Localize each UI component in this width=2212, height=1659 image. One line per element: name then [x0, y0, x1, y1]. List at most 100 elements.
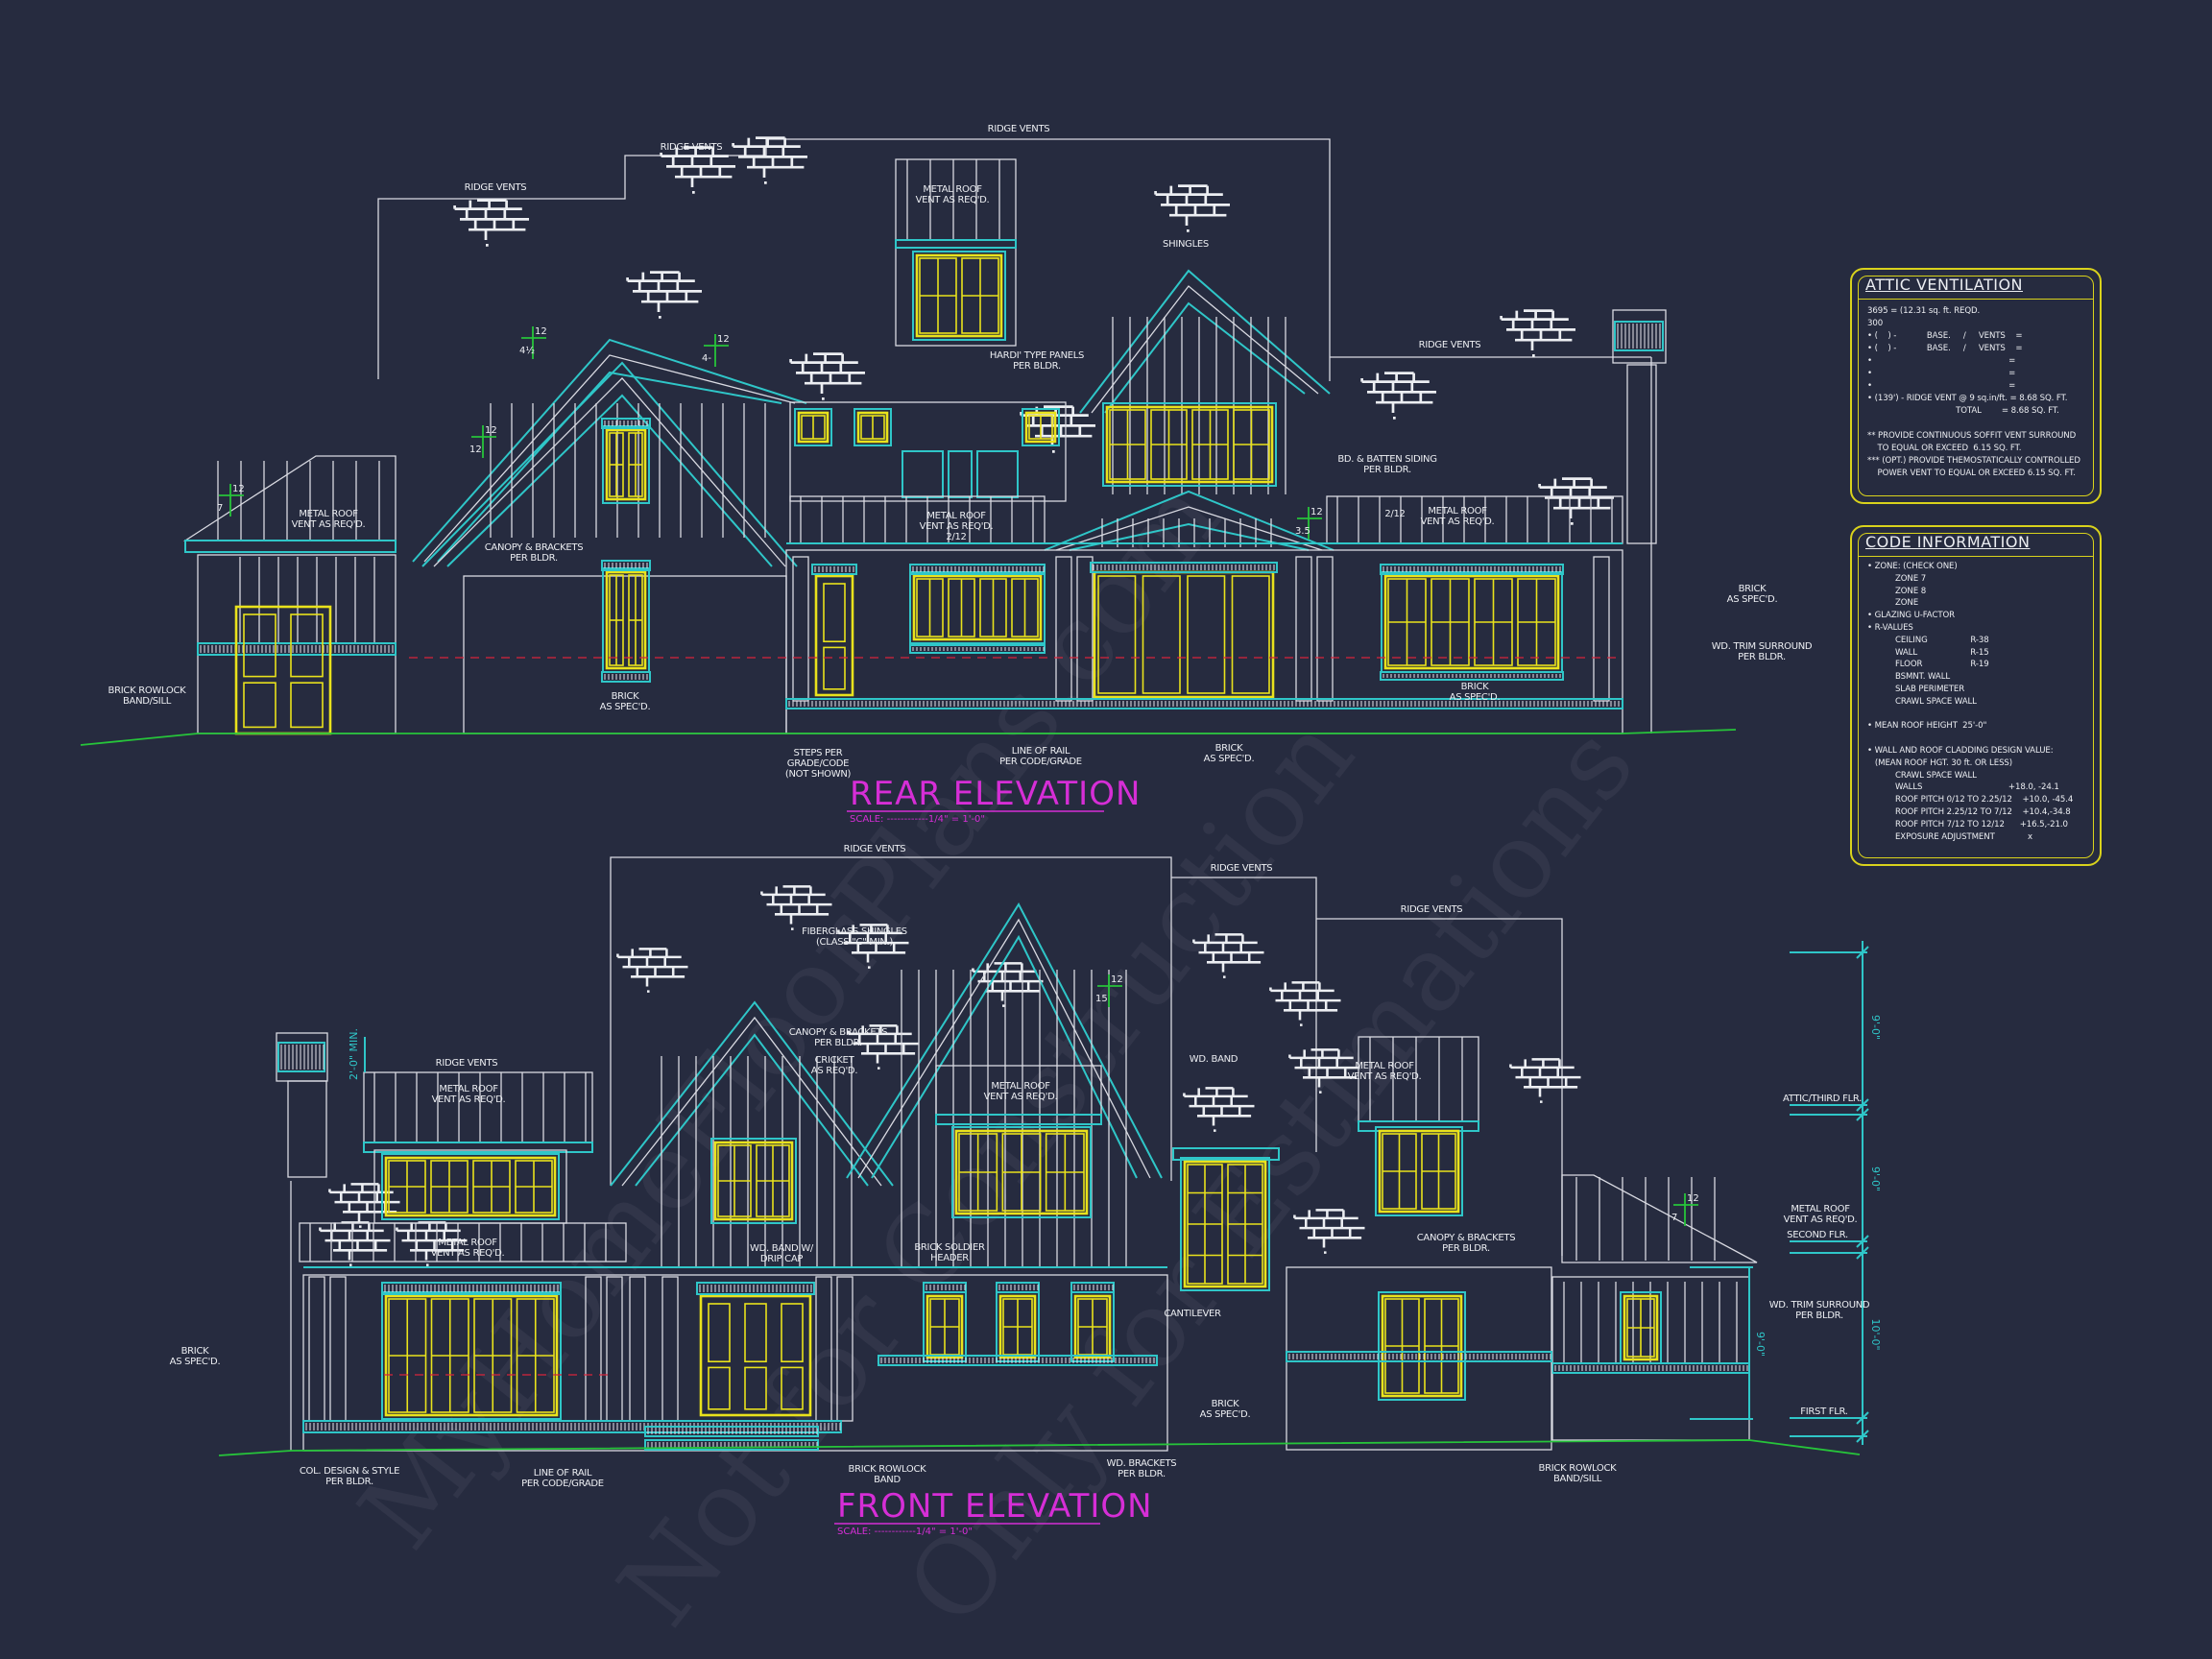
gable-roof-outer — [846, 902, 1163, 1179]
dentil-band-outline — [1070, 1282, 1115, 1293]
window-trim — [381, 1153, 560, 1220]
board-batten-siding — [800, 496, 1034, 543]
attic-ventilation-title: ATTIC VENTILATION — [1865, 276, 2023, 294]
window — [1180, 1157, 1270, 1291]
door-panel — [1097, 575, 1137, 694]
label-line: WD. TRIM SURROUND — [1769, 1300, 1870, 1310]
dentil-band — [1380, 564, 1564, 575]
annotation-label: RIDGE VENTS — [1419, 340, 1481, 350]
window-frame — [1183, 1160, 1267, 1288]
label-line: AS SPEC'D. — [170, 1357, 221, 1367]
panel-row: SLAB PERIMETER — [1867, 685, 1965, 694]
dentil-band — [811, 564, 857, 575]
dentil-band-outline — [644, 1439, 819, 1451]
window-frame — [926, 1294, 964, 1359]
window-frame — [605, 428, 647, 501]
dentil-band-outline — [785, 698, 1623, 709]
dentil-teeth — [699, 1285, 812, 1292]
porch-gable — [1044, 490, 1334, 551]
window-frame — [954, 1129, 1089, 1215]
door — [234, 605, 332, 735]
panel-inner-border — [1858, 533, 2094, 858]
label-line: 2/12 — [946, 532, 966, 542]
dentil-band — [996, 1282, 1040, 1293]
panel-row: WALL R-15 — [1867, 647, 1989, 658]
panel-row: WALLS +18.0, -24.1 — [1867, 782, 2059, 793]
pitch-rise-value: 7 — [1671, 1213, 1677, 1223]
window — [381, 1153, 560, 1220]
pitch-run-value: 12 — [535, 326, 547, 337]
label-line: PER BLDR. — [814, 1038, 862, 1048]
dentil-band — [1286, 1351, 1552, 1362]
panel-divider — [1858, 556, 2094, 557]
dentil-teeth — [647, 1429, 818, 1434]
roof-pitch-symbol: 123.5 — [1295, 507, 1323, 540]
left-gable — [610, 1000, 894, 1187]
panel-row: ZONE — [1867, 598, 1919, 609]
label-line: BD. & BATTEN SIDING — [1337, 454, 1436, 465]
door-frame — [699, 1294, 812, 1417]
annotation-label: RIDGE VENTS — [988, 124, 1050, 134]
label-line: METAL ROOF — [1428, 506, 1487, 517]
window — [1378, 1291, 1466, 1401]
window-frame — [856, 411, 889, 444]
porch-column — [308, 1276, 325, 1422]
window — [854, 408, 892, 446]
window-trim — [951, 1126, 1092, 1218]
panel-row: 300 — [1867, 319, 1884, 328]
label-line: RIDGE VENTS — [1401, 904, 1463, 915]
dentil-teeth — [604, 563, 648, 568]
dentil-band-outline — [909, 564, 1046, 575]
gable-roof-inner — [423, 354, 796, 563]
gable-roof-outer — [1044, 490, 1334, 551]
dimension-tick — [1856, 1246, 1869, 1260]
window-trim — [381, 1291, 562, 1420]
dentil-band-outline — [1614, 321, 1664, 351]
window-frame — [915, 253, 1003, 338]
panel-row: • = — [1867, 381, 2016, 391]
gable-fascia — [446, 394, 773, 567]
door-panel — [744, 1303, 767, 1363]
window — [1022, 408, 1060, 446]
roof-pitch-symbol: 124- — [702, 334, 730, 367]
label-line: CANOPY & BRACKETS — [1417, 1233, 1516, 1243]
label-line: ATTIC/THIRD FLR. — [1783, 1094, 1862, 1104]
annotation-label: RIDGE VENTS — [1211, 863, 1273, 874]
label-line: PER CODE/GRADE — [999, 757, 1082, 767]
board-batten-siding — [1336, 496, 1613, 543]
label-line: SHINGLES — [1163, 239, 1209, 250]
panel-row: • = — [1867, 369, 2016, 378]
shingle-symbol — [616, 948, 688, 993]
panel-row: BSMNT. WALL — [1867, 672, 1951, 683]
dentil-teeth — [1617, 324, 1661, 349]
dentil-teeth — [912, 647, 1045, 651]
label-line: AS SPEC'D. — [1200, 1409, 1251, 1420]
label-line: COL. DESIGN & STYLE — [300, 1466, 399, 1477]
window — [381, 1291, 562, 1420]
label-line: BAND/SILL — [1553, 1474, 1602, 1484]
label-line: AS REQ'D. — [811, 1066, 858, 1076]
gable-roof-outer — [412, 338, 807, 563]
level-dimension: 9'-0" — [1869, 1015, 1882, 1040]
shingle-symbol — [732, 136, 807, 184]
window — [602, 425, 650, 504]
level-label: SECOND FLR. — [1787, 1230, 1848, 1240]
door-panel — [823, 583, 846, 643]
porch-column — [661, 1276, 679, 1422]
pitch-rise-value: 3.5 — [1295, 526, 1310, 537]
dentil-band-outline — [644, 1426, 819, 1437]
gable-roof-outer — [610, 1000, 894, 1187]
dentil-band — [1551, 1362, 1750, 1374]
roof-outline — [1171, 877, 1317, 1152]
